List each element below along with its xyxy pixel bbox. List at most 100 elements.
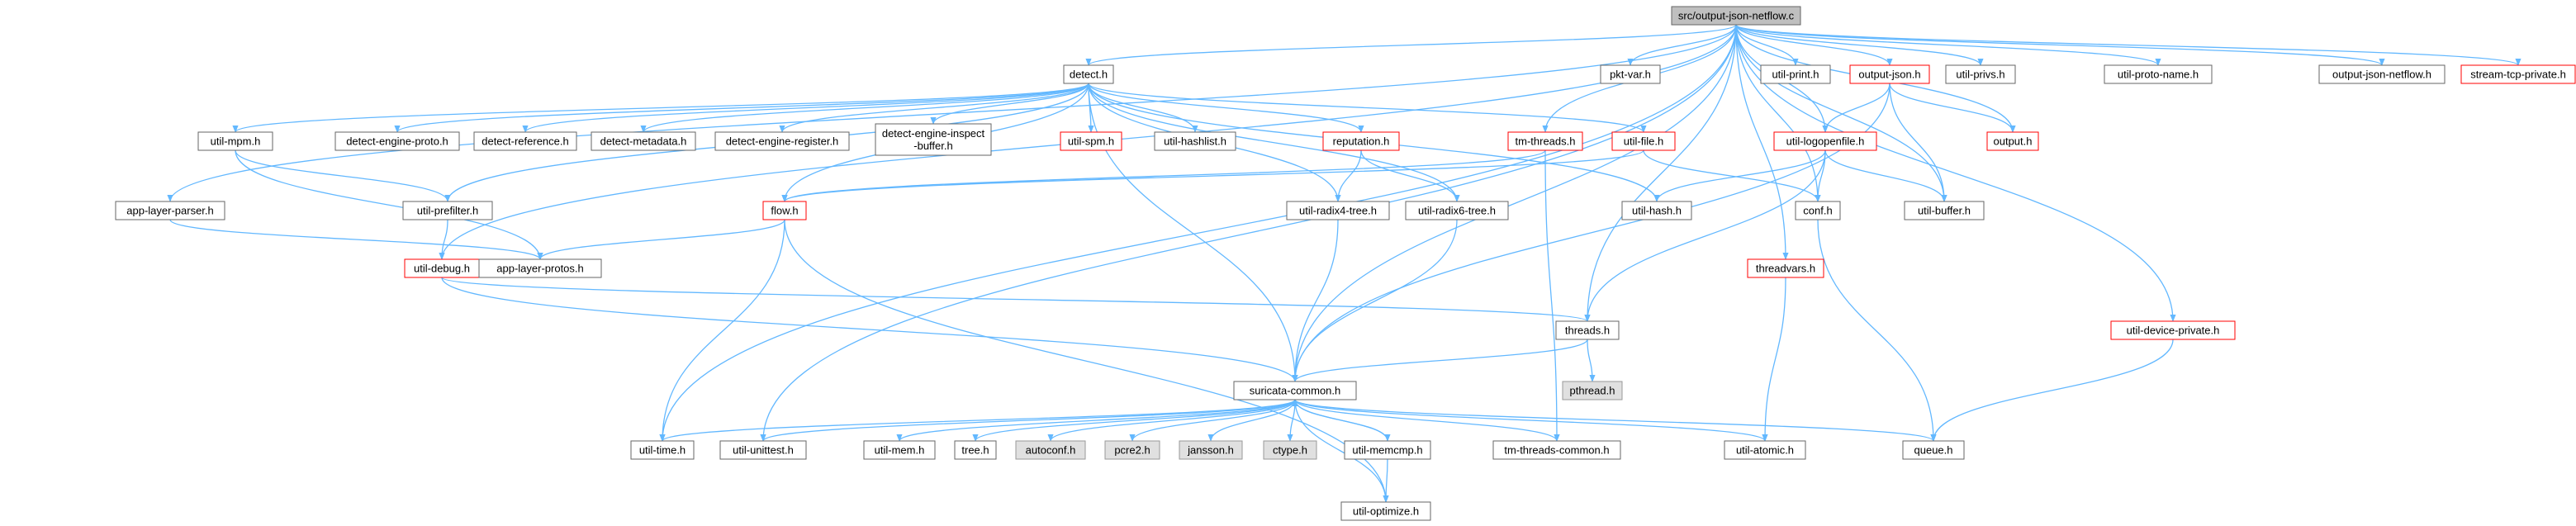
node-output[interactable]: output.h xyxy=(1986,131,2039,151)
node-box xyxy=(630,440,695,460)
node-threads[interactable]: threads.h xyxy=(1555,320,1620,340)
node-label: flow.h xyxy=(771,205,798,217)
node-detectengineinspectbuffer[interactable]: detect-engine-inspect-buffer.h xyxy=(875,123,992,156)
node-box xyxy=(2318,64,2446,84)
node-box xyxy=(2460,64,2576,84)
edge-suricatacommon-to-autoconf xyxy=(1047,399,1296,442)
node-utildebug[interactable]: util-debug.h xyxy=(404,258,480,278)
node-utilhashlist[interactable]: util-hashlist.h xyxy=(1154,131,1236,151)
node-label: util-device-private.h xyxy=(2127,325,2220,337)
node-threadvars[interactable]: threadvars.h xyxy=(1747,258,1824,278)
node-label: util-buffer.h xyxy=(1918,205,1971,217)
node-utilprint[interactable]: util-print.h xyxy=(1760,64,1831,84)
node-utilmpm[interactable]: util-mpm.h xyxy=(197,131,273,151)
node-label: util-spm.h xyxy=(1068,135,1114,148)
node-label: detect.h xyxy=(1070,69,1108,81)
node-applayerprotos[interactable]: app-layer-protos.h xyxy=(478,258,602,278)
node-utillogopenfile[interactable]: util-logopenfile.h xyxy=(1773,131,1877,151)
node-queue[interactable]: queue.h xyxy=(1902,440,1965,460)
node-detectmetadata[interactable]: detect-metadata.h xyxy=(591,131,696,151)
node-box xyxy=(1340,501,1431,521)
node-box xyxy=(2104,64,2213,84)
node-detect[interactable]: detect.h xyxy=(1063,64,1114,84)
node-utilprivs[interactable]: util-privs.h xyxy=(1945,64,2016,84)
node-root[interactable]: src/output-json-netflow.c xyxy=(1671,6,1801,26)
node-label: reputation.h xyxy=(1333,135,1390,148)
edge-root-to-streamtcpprivate xyxy=(1735,24,2521,66)
node-outputjsonnetflow[interactable]: output-json-netflow.h xyxy=(2318,64,2446,84)
edge-root-to-utilprotoname xyxy=(1735,24,2161,66)
node-utilspm[interactable]: util-spm.h xyxy=(1060,131,1122,151)
node-utilprotoname[interactable]: util-proto-name.h xyxy=(2104,64,2213,84)
edge-detect-to-detectreference xyxy=(522,83,1089,133)
node-label: util-file.h xyxy=(1624,135,1663,148)
node-tmthreadscommon[interactable]: tm-threads-common.h xyxy=(1492,440,1621,460)
node-label: util-memcmp.h xyxy=(1352,444,1422,457)
node-label: util-debug.h xyxy=(414,263,470,275)
node-utilmemcmp[interactable]: util-memcmp.h xyxy=(1344,440,1431,460)
edge-tmthreads-to-tmthreadscommon xyxy=(1544,149,1560,442)
edge-detect-to-detectengineregister xyxy=(779,83,1089,133)
node-ctype: ctype.h xyxy=(1263,440,1317,460)
node-box xyxy=(1611,131,1676,151)
edge-root-to-suricatacommon xyxy=(1292,24,1737,382)
node-utilfile[interactable]: util-file.h xyxy=(1611,131,1676,151)
node-utildeviceprivate[interactable]: util-device-private.h xyxy=(2110,320,2236,340)
node-label: util-logopenfile.h xyxy=(1786,135,1865,148)
node-box xyxy=(1154,131,1236,151)
edge-suricatacommon-to-utiloptimize xyxy=(1294,399,1389,503)
node-label: util-proto-name.h xyxy=(2118,69,2199,81)
node-box xyxy=(1724,440,1806,460)
node-tree[interactable]: tree.h xyxy=(954,440,997,460)
node-conf[interactable]: conf.h xyxy=(1795,201,1841,220)
node-detectengineproto[interactable]: detect-engine-proto.h xyxy=(334,131,460,151)
node-box xyxy=(1507,131,1583,151)
node-utilradix4tree[interactable]: util-radix4-tree.h xyxy=(1286,201,1390,220)
node-box xyxy=(1179,440,1243,460)
node-tmthreads[interactable]: tm-threads.h xyxy=(1507,131,1583,151)
node-label: util-radix6-tree.h xyxy=(1418,205,1496,217)
node-label: tree.h xyxy=(961,444,989,457)
node-utilprefilter[interactable]: util-prefilter.h xyxy=(402,201,493,220)
node-label: util-print.h xyxy=(1772,69,1819,81)
node-box xyxy=(762,201,807,220)
node-flow[interactable]: flow.h xyxy=(762,201,807,220)
node-suricatacommon[interactable]: suricata-common.h xyxy=(1233,381,1357,400)
node-utiloptimize[interactable]: util-optimize.h xyxy=(1340,501,1431,521)
node-detectengineregister[interactable]: detect-engine-register.h xyxy=(714,131,850,151)
node-utilbuffer[interactable]: util-buffer.h xyxy=(1904,201,1985,220)
node-utilatomic[interactable]: util-atomic.h xyxy=(1724,440,1806,460)
node-outputjson[interactable]: output-json.h xyxy=(1849,64,1930,84)
node-label: threads.h xyxy=(1565,325,1610,337)
edge-suricatacommon-to-utilmem xyxy=(896,399,1296,442)
node-streamtcpprivate[interactable]: stream-tcp-private.h xyxy=(2460,64,2576,84)
node-box xyxy=(1015,440,1086,460)
edge-suricatacommon-to-utiltime xyxy=(659,399,1296,442)
node-applayerparser[interactable]: app-layer-parser.h xyxy=(115,201,225,220)
node-label: util-mpm.h xyxy=(211,135,261,148)
node-utilradix6tree[interactable]: util-radix6-tree.h xyxy=(1405,201,1509,220)
node-box xyxy=(875,123,992,156)
node-utilmem[interactable]: util-mem.h xyxy=(863,440,936,460)
edge-detect-to-utilradix6tree xyxy=(1088,83,1460,202)
edge-utillogopenfile-to-utilhash xyxy=(1653,149,1826,202)
node-detectreference[interactable]: detect-reference.h xyxy=(473,131,577,151)
node-box xyxy=(954,440,997,460)
edge-utilradix6tree-to-suricatacommon xyxy=(1292,219,1458,382)
edge-utilfile-to-flow xyxy=(781,149,1644,202)
edge-utilradix4tree-to-suricatacommon xyxy=(1292,219,1339,382)
edge-suricatacommon-to-pcre2 xyxy=(1129,399,1296,442)
node-utilunittest[interactable]: util-unittest.h xyxy=(719,440,807,460)
node-utilhash[interactable]: util-hash.h xyxy=(1621,201,1692,220)
node-label: output-json.h xyxy=(1858,69,1920,81)
node-label: util-optimize.h xyxy=(1353,505,1419,518)
edge-flow-to-utiltime xyxy=(659,219,785,442)
node-label: output-json-netflow.h xyxy=(2332,69,2431,81)
node-reputation[interactable]: reputation.h xyxy=(1322,131,1400,151)
edge-utildeviceprivate-to-queue xyxy=(1930,339,2174,442)
node-pktvar[interactable]: pkt-var.h xyxy=(1600,64,1661,84)
node-utiltime[interactable]: util-time.h xyxy=(630,440,695,460)
node-box xyxy=(1405,201,1509,220)
node-box xyxy=(1760,64,1831,84)
edge-root-to-conf xyxy=(1735,24,1821,202)
